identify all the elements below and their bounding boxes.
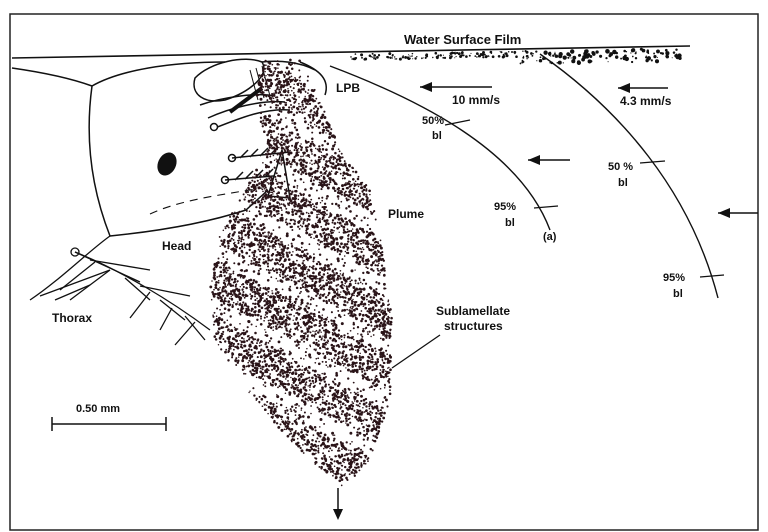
label-speed-inner: 10 mm/s — [452, 93, 500, 107]
head-lower-outline — [30, 236, 110, 300]
label-bl95-inner-unit: bl — [505, 217, 515, 229]
label-speed-outer: 4.3 mm/s — [620, 94, 672, 108]
eye-spot — [154, 149, 180, 178]
label-bl95-inner-pct: 95% — [494, 201, 516, 213]
label-bl95-outer-unit: bl — [673, 288, 683, 300]
label-bl50-inner-unit: bl — [432, 130, 442, 142]
label-sublamellate-line2: structures — [444, 319, 503, 333]
downward-arrow — [333, 488, 343, 520]
figure-border — [10, 14, 758, 530]
flow-arrow-2 — [618, 83, 668, 93]
head-outline — [12, 68, 268, 236]
label-panel-a: (a) — [543, 231, 557, 243]
sublamellate-leader-line — [392, 335, 440, 368]
label-head: Head — [162, 239, 191, 253]
flow-arrow-1 — [420, 82, 492, 92]
flow-arrow-4 — [718, 208, 758, 218]
tick-95-inner — [534, 206, 558, 208]
flow-arrow-3 — [528, 155, 570, 165]
label-water-surface: Water Surface Film — [404, 32, 521, 47]
label-plume: Plume — [388, 207, 424, 221]
scale-bar — [52, 417, 166, 431]
label-scale: 0.50 mm — [76, 403, 120, 415]
label-bl50-inner-pct: 50% — [422, 115, 444, 127]
surface-film-stipple — [350, 48, 681, 65]
label-bl95-outer-pct: 95% — [663, 272, 685, 284]
label-bl50-outer-pct: 50 % — [608, 161, 633, 173]
label-sublamellate-line1: Sublamellate — [436, 304, 510, 318]
label-thorax: Thorax — [52, 311, 92, 325]
thorax-setae — [40, 248, 210, 345]
label-lpb: LPB — [336, 81, 360, 95]
plume-stipple — [209, 59, 393, 487]
label-bl50-outer-unit: bl — [618, 177, 628, 189]
head-top-outline — [92, 62, 225, 86]
